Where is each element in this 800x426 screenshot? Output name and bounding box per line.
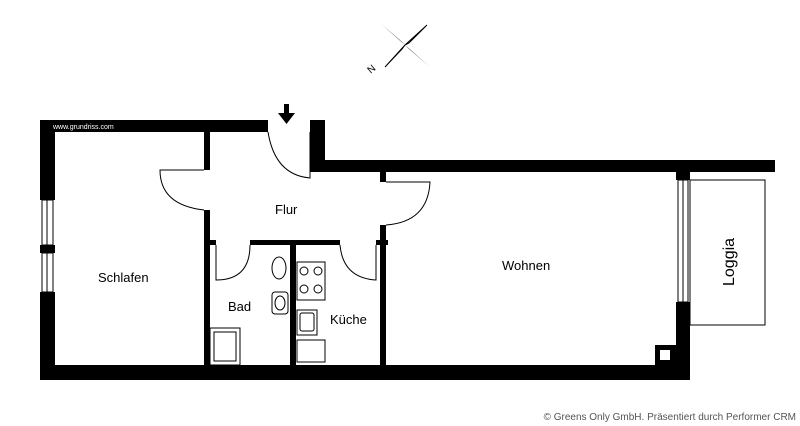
windows <box>41 179 689 303</box>
walls <box>40 120 775 380</box>
toilet-icon <box>271 291 289 315</box>
stove-icon <box>296 261 326 301</box>
copyright-footer: © Greens Only GmbH. Präsentiert durch Pe… <box>543 412 796 423</box>
kitchen-sink-icon <box>296 309 318 336</box>
room-label-schlafen: Schlafen <box>98 270 149 285</box>
room-label-loggia: Loggia <box>721 238 738 286</box>
sink-icon <box>271 256 287 280</box>
room-label-wohnen: Wohnen <box>502 258 550 273</box>
entrance-arrow-icon <box>278 104 295 124</box>
loggia-outline <box>689 179 766 326</box>
compass-north-label: N <box>366 63 379 76</box>
fixtures <box>209 256 326 366</box>
room-label-kueche: Küche <box>330 312 367 327</box>
shower-icon <box>209 327 241 366</box>
watermark: www.grundriss.com <box>52 124 114 131</box>
counter-icon <box>296 339 326 363</box>
room-label-bad: Bad <box>228 299 251 314</box>
compass-icon: N <box>366 23 430 76</box>
room-label-flur: Flur <box>275 202 298 217</box>
doors <box>159 131 431 281</box>
